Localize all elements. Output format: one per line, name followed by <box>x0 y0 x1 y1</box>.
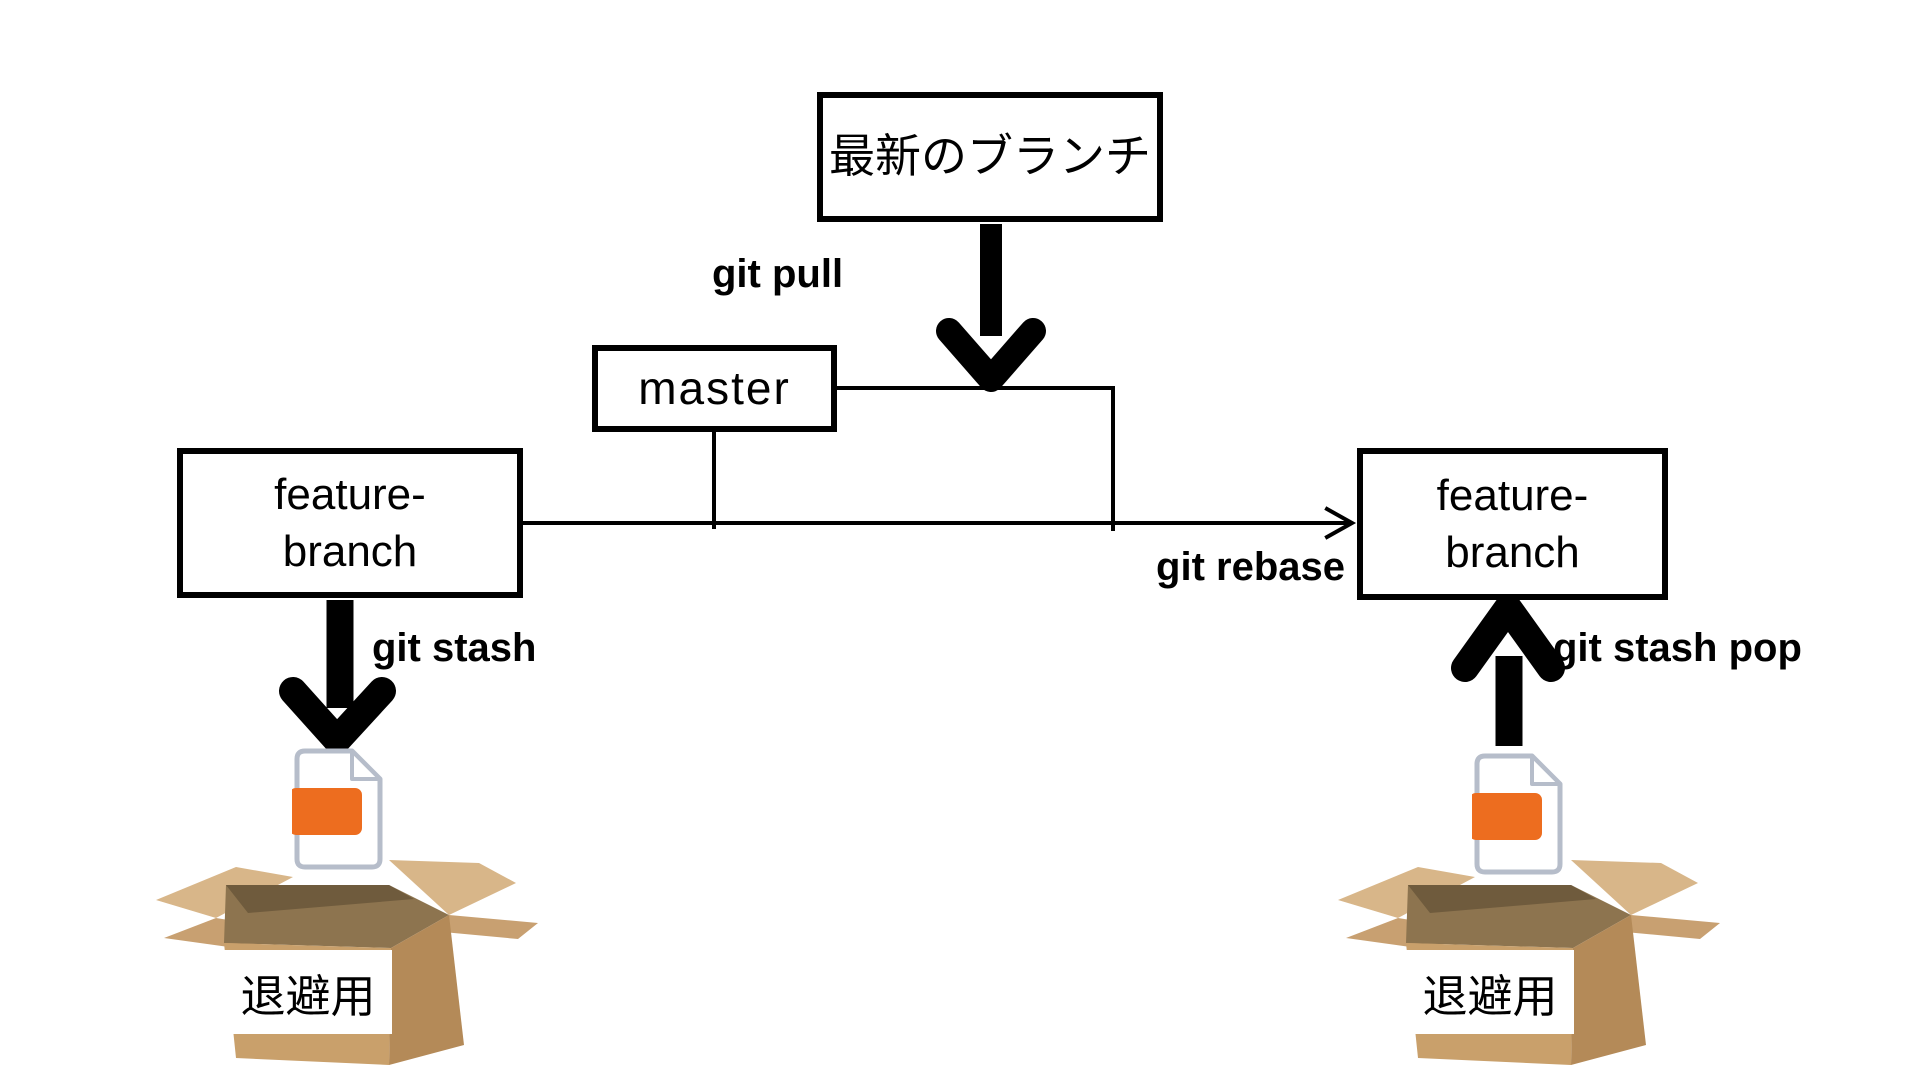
feature-branch-left-label-line2: branch <box>282 527 418 576</box>
stashed-document-left-icon <box>292 748 383 870</box>
feature-branch-left-label-line1: feature- <box>274 469 426 519</box>
stashed-document-right-icon <box>1472 753 1563 875</box>
git-stash-arrow-icon <box>279 600 396 754</box>
git-rebase-label: git rebase <box>1156 545 1345 589</box>
latest-branch-label: 最新のブランチ <box>829 130 1151 183</box>
feature-branch-right-label-line2: branch <box>1445 528 1580 577</box>
feature-branch-right-label-line1: feature- <box>1436 470 1589 520</box>
git-stash-label: git stash <box>372 626 537 670</box>
git-stash-pop-label: git stash pop <box>1553 626 1802 670</box>
git-stash-arrow-head <box>279 677 396 754</box>
feature-branch-left-node: feature- branch <box>177 448 523 598</box>
master-label: master <box>638 361 791 414</box>
latest-branch-node: 最新のブランチ <box>817 92 1163 222</box>
feature-branch-right-node: feature- branch <box>1357 448 1668 600</box>
master-node: master <box>592 345 837 432</box>
git-stash-pop-arrow-icon <box>1451 594 1565 746</box>
git-stash-pop-arrow-head <box>1451 594 1565 682</box>
stash-box-right-label: 退避用 <box>1406 950 1574 1034</box>
git-pull-arrow-head <box>936 318 1046 392</box>
git-pull-arrow-icon <box>936 224 1046 392</box>
git-pull-label: git pull <box>712 252 844 296</box>
rebase-arrowhead-icon <box>1324 506 1357 540</box>
stash-box-left-label: 退避用 <box>224 950 392 1034</box>
